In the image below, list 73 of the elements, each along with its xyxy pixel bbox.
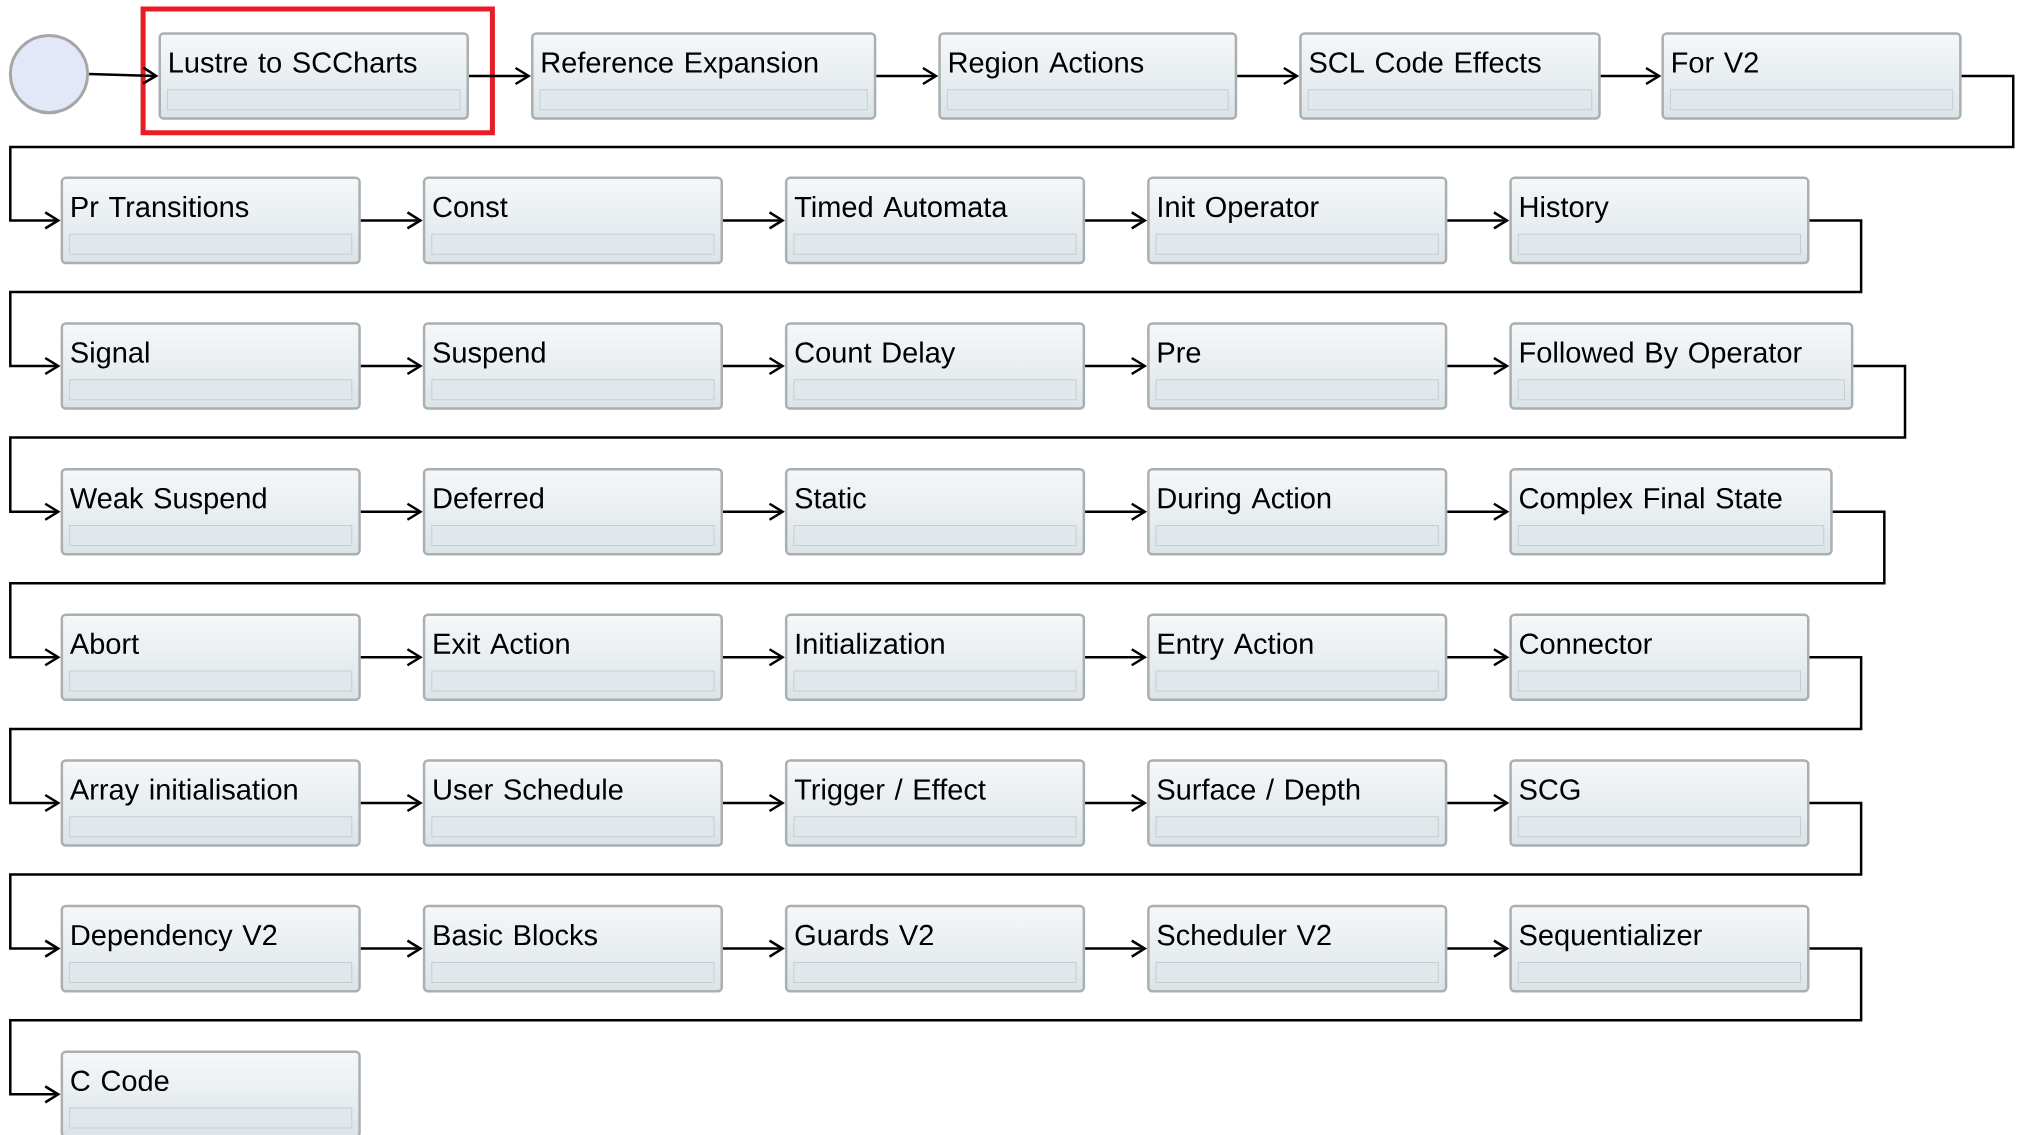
process-box: Signal [60, 322, 361, 410]
arrow [89, 66, 159, 85]
process-box: Basic Blocks [422, 904, 723, 993]
process-box: Reference Expansion [531, 32, 877, 120]
arrow [9, 656, 1863, 813]
arrow [9, 947, 1863, 1104]
arrow [9, 510, 1886, 667]
process-box: User Schedule [422, 759, 723, 847]
process-box: Connector [1509, 613, 1810, 702]
arrow [1085, 648, 1148, 667]
process-box: Suspend [422, 322, 723, 410]
arrow [1447, 648, 1510, 667]
process-box: During Action [1147, 467, 1448, 556]
arrow [360, 356, 423, 376]
arrow [723, 211, 785, 230]
process-box: Dependency V2 [60, 904, 361, 993]
process-box: Initialization [784, 613, 1086, 702]
arrow [360, 648, 423, 667]
process-box: C Code [60, 1050, 361, 1135]
process-box: Abort [60, 613, 361, 702]
arrow [1447, 356, 1510, 376]
process-box: SCL Code Effects [1299, 32, 1601, 120]
arrow [360, 502, 423, 521]
process-box: For V2 [1661, 32, 1962, 120]
arrow [360, 793, 423, 813]
process-box: Complex Final State [1509, 467, 1833, 556]
process-box: Followed By Operator [1509, 322, 1854, 410]
arrow [1085, 502, 1148, 521]
arrow [9, 801, 1863, 958]
arrow [723, 502, 785, 521]
process-box: Const [422, 176, 723, 265]
process-box: Timed Automata [784, 176, 1086, 265]
arrow [1237, 66, 1300, 86]
arrow [1447, 793, 1510, 813]
process-box: Sequentializer [1509, 904, 1810, 993]
arrow [469, 66, 531, 86]
process-box: History [1509, 176, 1810, 265]
arrow [1085, 939, 1148, 958]
arrow [876, 66, 939, 86]
arrow [723, 356, 785, 376]
arrow [9, 364, 1907, 521]
process-box: Array initialisation [60, 759, 361, 847]
arrow [1600, 66, 1662, 86]
arrow [1085, 793, 1148, 813]
process-box: Scheduler V2 [1147, 904, 1448, 993]
arrow [723, 648, 785, 667]
arrow [360, 211, 423, 230]
process-box: Pre [1147, 322, 1448, 410]
process-box: Pr Transitions [60, 176, 361, 265]
process-box: Count Delay [784, 322, 1086, 410]
arrow [1447, 211, 1510, 230]
process-box: Deferred [422, 467, 723, 556]
arrow [1085, 356, 1148, 376]
arrow [9, 219, 1863, 376]
process-box: Exit Action [422, 613, 723, 702]
arrow [723, 793, 785, 813]
process-box: Guards V2 [784, 904, 1086, 993]
process-box: Trigger / Effect [784, 759, 1086, 847]
process-box: Region Actions [938, 32, 1238, 120]
arrow [723, 939, 785, 958]
process-box: Lustre to SCCharts [158, 32, 469, 120]
process-box: Weak Suspend [60, 467, 361, 556]
arrow [360, 939, 423, 958]
arrow [9, 74, 2015, 230]
process-box: Entry Action [1147, 613, 1448, 702]
arrow [1447, 502, 1510, 521]
process-box: Static [784, 467, 1086, 556]
start-circle [8, 33, 90, 115]
process-box: SCG [1509, 759, 1810, 847]
process-box: Init Operator [1147, 176, 1448, 265]
process-box: Surface / Depth [1147, 759, 1448, 847]
arrow [1085, 211, 1148, 230]
arrow [1447, 939, 1510, 958]
